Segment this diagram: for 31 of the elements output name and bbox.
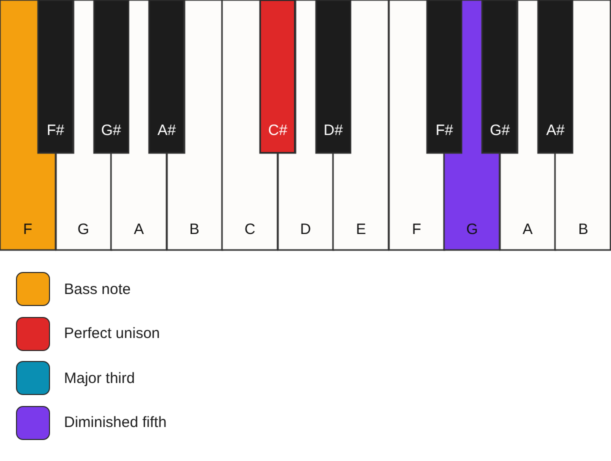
sharp-key: [482, 0, 518, 153]
key-label: A#: [546, 122, 565, 140]
key-label: A#: [157, 122, 176, 140]
legend-label: Diminished fifth: [64, 414, 167, 431]
sharp-key: [316, 0, 351, 153]
key-label: B: [578, 221, 588, 239]
key-label: A: [134, 221, 144, 239]
sharp-key: [149, 0, 184, 153]
key-label: D: [300, 221, 311, 239]
sharp-key: [426, 0, 462, 153]
key-label: B: [189, 221, 200, 239]
sharp-key: [260, 0, 296, 153]
key-label: C: [244, 221, 256, 239]
key-label: F#: [46, 122, 64, 140]
key-label: F#: [436, 122, 454, 140]
key-label: A: [522, 221, 533, 239]
sharp-key: [538, 0, 573, 153]
key-label: C#: [268, 122, 288, 140]
legend-label: Major third: [64, 370, 135, 386]
key-label: D#: [324, 122, 343, 140]
key-label: G: [77, 221, 90, 239]
sharp-key: [94, 0, 129, 153]
key-label: E: [356, 221, 366, 239]
key-label: F: [23, 221, 32, 239]
key-label: G#: [101, 122, 122, 140]
key-label: F: [412, 221, 422, 239]
legend-label: Perfect unison: [64, 325, 160, 342]
legend-label: Bass note: [64, 280, 131, 298]
sharp-key: [38, 0, 74, 153]
key-label: G#: [490, 122, 510, 140]
key-label: G: [466, 221, 478, 239]
